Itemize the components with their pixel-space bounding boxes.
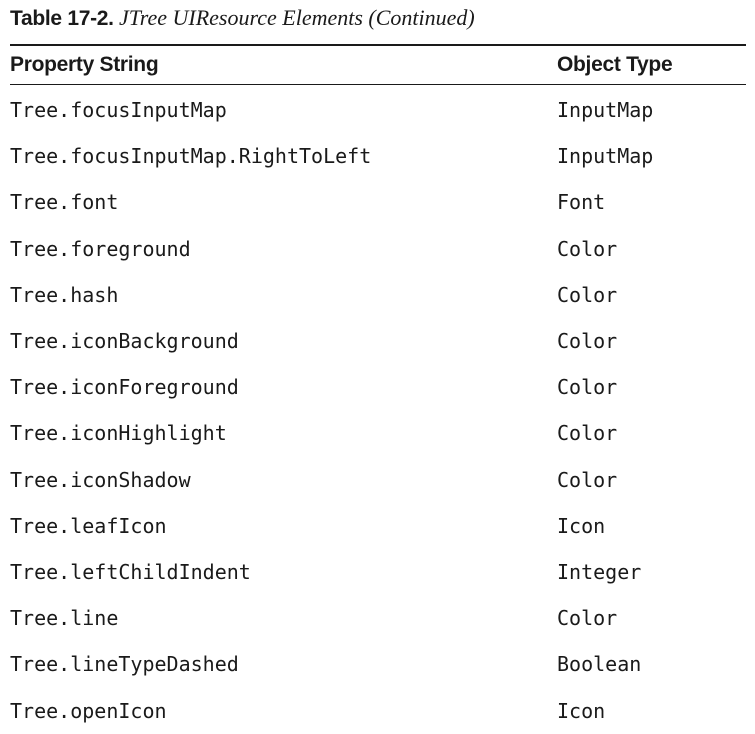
table-caption-text: JTree UIResource Elements (Continued) — [118, 5, 475, 30]
document-page: Table 17-2. JTree UIResource Elements (C… — [10, 0, 746, 734]
cell-object-type: Color — [557, 282, 618, 307]
table-row: Tree.font Font — [10, 179, 746, 225]
cell-object-type: Font — [557, 190, 606, 215]
cell-object-type: Color — [557, 236, 618, 261]
cell-property-string: Tree.font — [10, 190, 119, 215]
header-object-type: Object Type — [557, 53, 673, 76]
cell-property-string: Tree.focusInputMap — [10, 98, 227, 123]
cell-property-string: Tree.foreground — [10, 236, 191, 261]
cell-object-type: Color — [557, 375, 618, 400]
cell-object-type: Icon — [557, 513, 606, 538]
header-property-string: Property String — [10, 53, 159, 76]
cell-property-string: Tree.hash — [10, 282, 119, 307]
cell-object-type: Icon — [557, 698, 606, 723]
table-caption: Table 17-2. JTree UIResource Elements (C… — [10, 0, 746, 36]
table-row: Tree.openIcon Icon — [10, 687, 746, 733]
table-row: Tree.iconForeground Color — [10, 364, 746, 410]
cell-property-string: Tree.openIcon — [10, 698, 167, 723]
table-row: Tree.line Color — [10, 595, 746, 641]
table-row: Tree.iconHighlight Color — [10, 410, 746, 456]
table-row: Tree.focusInputMap InputMap — [10, 87, 746, 133]
table-row: Tree.iconShadow Color — [10, 457, 746, 503]
table-row: Tree.iconBackground Color — [10, 318, 746, 364]
cell-object-type: Color — [557, 467, 618, 492]
cell-property-string: Tree.iconShadow — [10, 467, 191, 492]
cell-property-string: Tree.iconForeground — [10, 375, 239, 400]
cell-object-type: Color — [557, 421, 618, 446]
cell-object-type: InputMap — [557, 98, 654, 123]
table-row: Tree.foreground Color — [10, 226, 746, 272]
cell-property-string: Tree.leftChildIndent — [10, 559, 251, 584]
cell-object-type: InputMap — [557, 144, 654, 169]
table-row: Tree.leftChildIndent Integer — [10, 549, 746, 595]
table-caption-label: Table 17-2. — [10, 7, 114, 30]
cell-property-string: Tree.line — [10, 606, 119, 631]
table-top-rule — [10, 44, 746, 46]
cell-property-string: Tree.lineTypeDashed — [10, 652, 239, 677]
cell-object-type: Color — [557, 329, 618, 354]
cell-property-string: Tree.leafIcon — [10, 513, 167, 538]
cell-property-string: Tree.iconBackground — [10, 329, 239, 354]
table-header-rule — [10, 84, 746, 85]
cell-object-type: Integer — [557, 559, 642, 584]
table-header-row: Property String Object Type — [10, 46, 746, 84]
table-row: Tree.leafIcon Icon — [10, 503, 746, 549]
cell-object-type: Boolean — [557, 652, 642, 677]
table-row: Tree.hash Color — [10, 272, 746, 318]
table-row: Tree.focusInputMap.RightToLeft InputMap — [10, 133, 746, 179]
cell-object-type: Color — [557, 606, 618, 631]
cell-property-string: Tree.focusInputMap.RightToLeft — [10, 144, 372, 169]
table-row: Tree.lineTypeDashed Boolean — [10, 641, 746, 687]
cell-property-string: Tree.iconHighlight — [10, 421, 227, 446]
